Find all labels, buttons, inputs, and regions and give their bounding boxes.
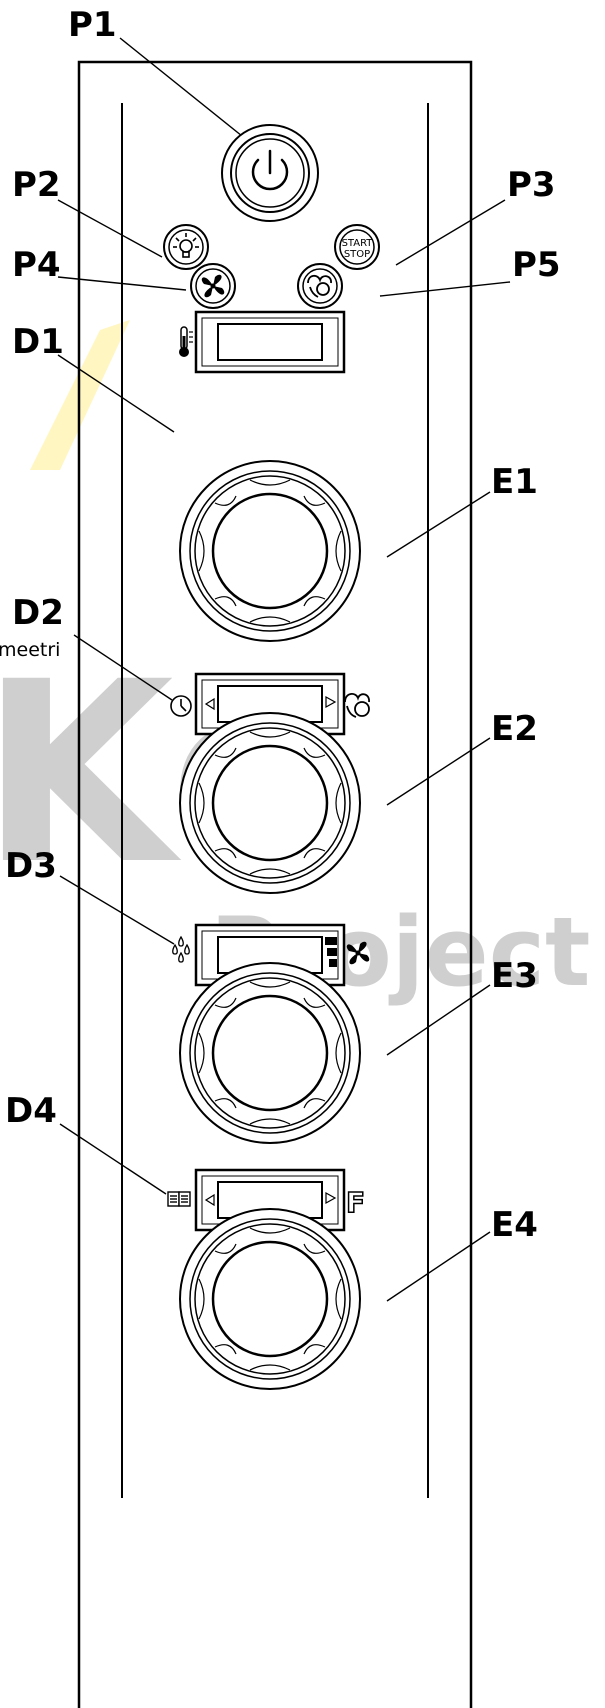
start-label: START — [342, 238, 374, 249]
p1-power-button[interactable] — [221, 124, 319, 222]
leader-d2 — [73, 634, 173, 701]
clock-icon — [170, 695, 192, 717]
e4-knob[interactable] — [179, 1208, 361, 1390]
leader-e2 — [386, 737, 491, 806]
label-d4: D4 — [5, 1091, 57, 1131]
clipped-side-text: meetri — [0, 639, 60, 661]
label-e2: E2 — [491, 709, 538, 749]
d4-left-arrow — [204, 1193, 215, 1207]
leader-e4 — [386, 1231, 491, 1302]
humidity-drops-icon — [172, 935, 190, 963]
label-d2: D2 — [12, 593, 64, 633]
label-e1: E1 — [491, 462, 538, 502]
p4-fan-button[interactable] — [190, 263, 236, 309]
label-p5: P5 — [512, 245, 561, 285]
leader-lines — [57, 37, 511, 1302]
leader-p4 — [57, 276, 187, 291]
f-letter-icon: F — [345, 1185, 366, 1220]
d1-screen — [217, 323, 323, 361]
steam-icon — [307, 274, 332, 298]
d3-level-bars — [325, 937, 337, 967]
d4-right-arrow — [325, 1191, 337, 1205]
power-icon — [251, 149, 289, 191]
d2-left-arrow — [204, 697, 215, 711]
e1-knob[interactable] — [179, 460, 361, 642]
label-d1: D1 — [12, 322, 64, 362]
label-p3: P3 — [507, 165, 556, 205]
leader-p3 — [395, 199, 506, 266]
recipe-book-icon — [167, 1191, 191, 1207]
p3-start-stop-button[interactable]: START STOP — [334, 224, 380, 270]
label-p4: P4 — [12, 245, 61, 285]
leader-e1 — [386, 491, 491, 558]
stop-label: STOP — [344, 249, 370, 260]
svg-text:F: F — [346, 1186, 365, 1219]
d2-steam-icon — [344, 693, 370, 718]
leader-p2 — [57, 199, 163, 258]
label-p1: P1 — [68, 5, 117, 45]
e2-knob[interactable] — [179, 712, 361, 894]
panel-outline — [77, 60, 473, 1708]
leader-p1 — [119, 37, 243, 137]
leader-e3 — [386, 984, 491, 1056]
label-d3: D3 — [5, 846, 57, 886]
leader-d3 — [59, 875, 175, 945]
fan-icon — [201, 274, 225, 298]
label-e4: E4 — [491, 1205, 538, 1245]
thermometer-icon — [179, 326, 193, 357]
leader-p5 — [379, 281, 511, 297]
label-p2: P2 — [12, 165, 61, 205]
d1-temperature-display — [194, 310, 346, 374]
leader-d4 — [59, 1123, 167, 1195]
label-e3: E3 — [491, 956, 538, 996]
e3-knob[interactable] — [179, 962, 361, 1144]
p5-steam-button[interactable] — [297, 263, 343, 309]
d3-fan-icon — [346, 941, 370, 965]
p2-light-button[interactable] — [163, 224, 209, 270]
d2-right-arrow — [325, 695, 337, 709]
leader-d1 — [57, 354, 175, 433]
light-bulb-icon — [173, 233, 199, 258]
